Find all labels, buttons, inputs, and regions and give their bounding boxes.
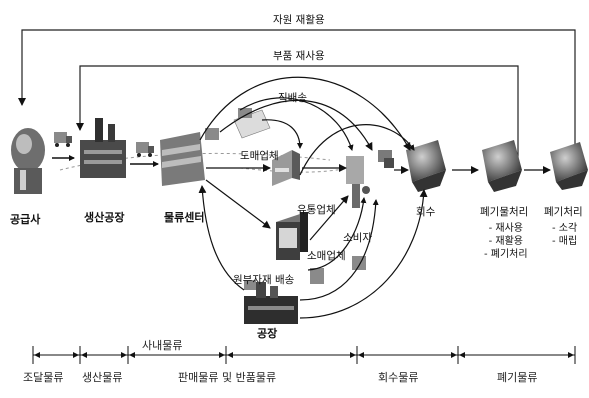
disposal-item-landfill: - 매립	[552, 236, 578, 247]
truck-icon-2	[136, 142, 154, 157]
disposal-item-incinerate: - 소각	[552, 223, 578, 234]
parts-reuse-loop	[76, 65, 519, 158]
stage-production: 생산물류	[82, 371, 123, 384]
collection-icon	[406, 140, 446, 192]
stage-sales-returns: 판매물류 및 반품물류	[178, 371, 277, 384]
waste-treatment-items: - 재사용 - 재활용 - 폐기처리	[484, 222, 528, 261]
wholesaler-label: 도매업체	[240, 150, 279, 162]
wholesaler-icon	[272, 150, 300, 186]
factory-label: 공장	[257, 327, 278, 340]
distribution-center-label: 물류센터	[164, 211, 205, 224]
parts-delivery-label: 원부자재 배송	[233, 274, 295, 286]
disposal-label: 폐기처리	[544, 206, 583, 218]
parts-reuse-label: 부품 재사용	[273, 50, 325, 62]
supplier-label: 공급사	[10, 213, 41, 226]
distribution-center-icon	[160, 128, 219, 186]
consumer-label: 소비자	[343, 232, 372, 244]
disposal-items: - 소각 - 매립	[552, 222, 577, 248]
truck-icon	[54, 132, 72, 147]
waste-item-recycle: - 재활용	[488, 236, 523, 247]
direct-delivery-label: 직배송	[278, 92, 307, 104]
waste-item-dispose: - 폐기처리	[484, 249, 528, 260]
factory-icon	[244, 280, 298, 324]
distributor-icon	[276, 212, 308, 260]
flow-arrows	[198, 76, 551, 319]
production-plant-icon	[80, 118, 126, 178]
stage-disposal: 폐기물류	[497, 371, 538, 384]
waste-item-reuse: - 재사용	[488, 223, 523, 234]
stage-procurement: 조달물류	[23, 371, 64, 384]
direct-delivery-box	[233, 108, 271, 139]
collection-label: 회수	[416, 206, 436, 218]
stage-internal: 사내물류	[142, 339, 183, 352]
production-plant-label: 생산공장	[84, 211, 125, 224]
retailer-label: 소매업체	[307, 250, 346, 262]
waste-treatment-label: 폐기물처리	[480, 206, 529, 218]
resource-recycle-label: 자원 재활용	[273, 14, 325, 26]
resource-recycle-loop	[18, 29, 576, 158]
distributor-label: 유통업체	[297, 204, 336, 216]
waste-treatment-icon	[482, 140, 522, 192]
consumer-icon	[346, 150, 394, 208]
stage-axis	[32, 346, 576, 364]
supplier-icon	[11, 128, 45, 194]
disposal-icon	[550, 142, 588, 190]
stage-recovery: 회수물류	[378, 371, 419, 384]
